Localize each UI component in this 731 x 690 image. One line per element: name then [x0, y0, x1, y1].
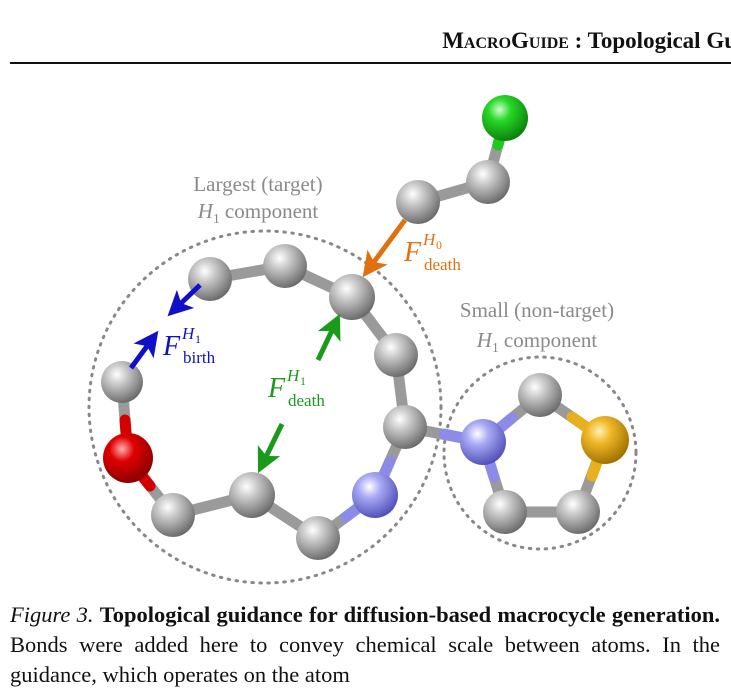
birth-subscript: birth — [183, 348, 216, 367]
figure-caption: Figure 3. Topological guidance for diffu… — [10, 600, 720, 690]
force-birth-label: F H 1 birth — [162, 324, 216, 367]
death-h1-arrow-lower — [257, 422, 285, 474]
large-component-label-line1: Largest (target) — [193, 172, 322, 196]
nitrogen-atom — [460, 419, 506, 465]
h-sub-sup: 0 — [436, 238, 442, 252]
carbon-atom — [383, 405, 427, 449]
header-title: MacroGuide : Topological Gu — [442, 28, 731, 54]
small-component-label-line1: Small (non-target) — [460, 298, 614, 322]
death-subscript: death — [424, 255, 461, 274]
caption-figure-number: Figure 3. — [10, 602, 94, 627]
caption-bold-title: Topological guidance for diffusion-based… — [99, 602, 720, 627]
carbon-atom — [329, 274, 375, 320]
force-symbol: F — [267, 373, 286, 404]
carbon-atom — [296, 516, 340, 560]
nitrogen-atom — [352, 472, 398, 518]
h-sub-sup: 1 — [195, 332, 201, 346]
birth-arrow-lower — [128, 330, 159, 370]
h-symbol-sup: H — [181, 324, 196, 343]
carbon-atom — [518, 373, 562, 417]
birth-arrow-upper — [167, 283, 202, 317]
component-word: component — [504, 328, 597, 352]
death-h0-arrow — [362, 218, 408, 278]
large-component-label-line2: H1 component — [197, 199, 319, 227]
small-component-circle — [442, 355, 638, 551]
small-component-label-line2: H1 component — [476, 328, 598, 356]
header-title-rest: : Topological Gu — [568, 28, 731, 53]
carbon-atom — [263, 244, 307, 288]
force-arrows — [128, 218, 408, 474]
carbon-atom — [396, 180, 440, 224]
component-word: component — [225, 199, 318, 223]
oxygen-atom — [103, 433, 153, 483]
h-subscript: 1 — [492, 341, 499, 356]
h-sub-sup: 1 — [300, 374, 306, 388]
carbon-atom — [229, 472, 275, 518]
caption-body: Bonds were added here to convey chemical… — [10, 632, 720, 687]
atoms — [101, 95, 629, 560]
large-component-circle — [87, 229, 443, 585]
carbon-atom — [556, 490, 600, 534]
h-symbol: H — [197, 199, 215, 223]
running-header: MacroGuide : Topological Gu — [10, 22, 731, 64]
carbon-atom — [151, 493, 195, 537]
carbon-atom — [483, 490, 527, 534]
force-symbol: F — [162, 331, 181, 362]
h-subscript: 1 — [213, 212, 220, 227]
carbon-atom — [374, 333, 418, 377]
carbon-atom — [466, 160, 510, 204]
h-symbol-sup: H — [286, 366, 301, 385]
carbon-atom — [101, 361, 143, 403]
carbon-atom — [188, 257, 232, 301]
chlorine-atom — [482, 95, 528, 141]
force-death-h0-label: F H 0 death — [403, 230, 461, 274]
h-symbol-sup: H — [422, 230, 437, 249]
header-title-smallcaps: MacroGuide — [442, 28, 569, 53]
force-symbol: F — [403, 237, 422, 268]
sulfur-atom — [581, 416, 629, 464]
force-death-h1-label: F H 1 death — [267, 366, 325, 410]
death-h1-arrow-upper — [315, 313, 341, 362]
death-subscript: death — [288, 391, 325, 410]
h-symbol: H — [476, 328, 494, 352]
